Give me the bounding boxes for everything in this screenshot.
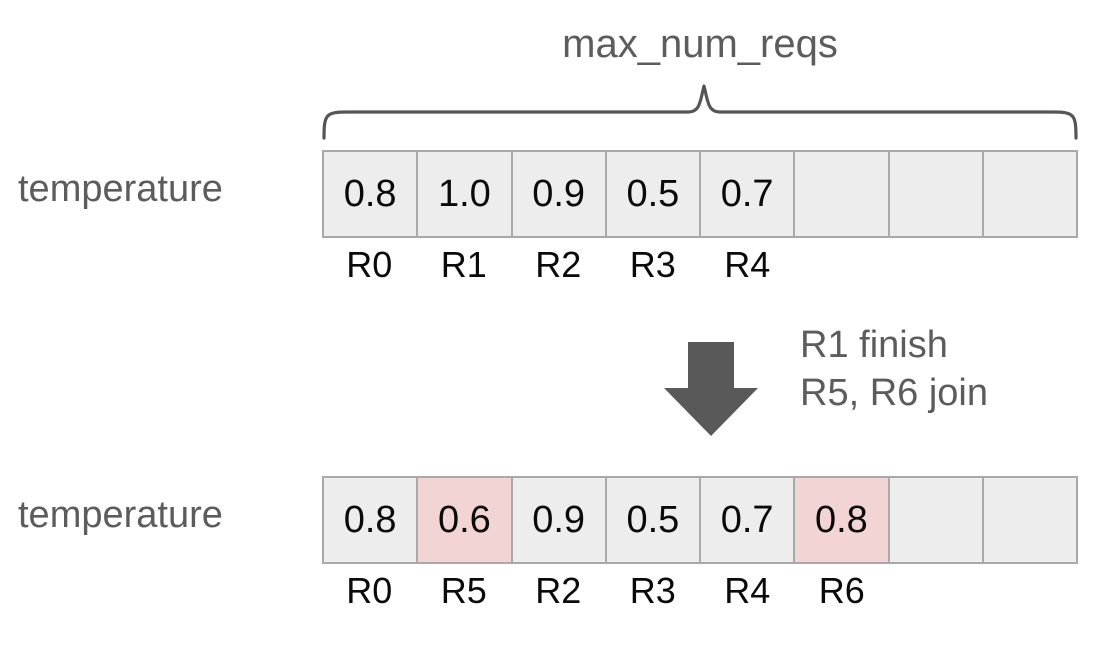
cell-slot-6[interactable]	[889, 478, 984, 562]
cell-slot-0[interactable]: 0.8	[324, 478, 419, 562]
cell-strip-after: 0.8 0.6 0.9 0.5 0.7 0.8	[322, 476, 1078, 564]
cell-strip-before: 0.8 1.0 0.9 0.5 0.7	[322, 150, 1078, 238]
cell-slot-1[interactable]: 1.0	[418, 152, 513, 236]
tick-slot-0: R0	[346, 244, 393, 285]
cell-slot-2[interactable]: 0.9	[512, 478, 607, 562]
tick-slot-6	[889, 242, 984, 288]
cell-slot-2[interactable]: 0.9	[512, 152, 607, 236]
tick-slot-5	[795, 242, 890, 288]
transition-note-line-1: R1 finish	[800, 324, 948, 366]
down-arrow-icon	[664, 342, 758, 436]
cell-slot-4[interactable]: 0.7	[701, 478, 796, 562]
tick-slot-1: R5	[440, 570, 487, 611]
transition-note: R1 finish R5, R6 join	[800, 322, 1090, 417]
row-label-temperature-before: temperature	[18, 168, 223, 210]
tick-slot-4: R4	[724, 570, 771, 611]
tick-slot-3: R3	[629, 570, 676, 611]
cell-slot-5[interactable]: 0.8	[795, 478, 890, 562]
transition-note-line-2: R5, R6 join	[800, 371, 988, 414]
tick-slot-7	[984, 242, 1079, 288]
tick-slot-7	[984, 568, 1079, 614]
cell-slot-7[interactable]	[983, 152, 1076, 236]
cell-slot-4[interactable]: 0.7	[701, 152, 796, 236]
row-label-temperature-after: temperature	[18, 494, 223, 536]
range-brace-icon	[322, 84, 1078, 140]
cell-slot-3[interactable]: 0.5	[606, 478, 701, 562]
cell-slot-1[interactable]: 0.6	[418, 478, 513, 562]
tick-slot-0: R0	[346, 570, 393, 611]
tick-slot-4: R4	[724, 244, 771, 285]
tick-slot-6	[889, 568, 984, 614]
tick-strip-after: R0 R5 R2 R3 R4 R6	[322, 568, 1078, 614]
tick-slot-1: R1	[440, 244, 487, 285]
cell-slot-5[interactable]	[795, 152, 890, 236]
tick-slot-2: R2	[535, 244, 582, 285]
cell-slot-7[interactable]	[983, 478, 1076, 562]
cell-slot-0[interactable]: 0.8	[324, 152, 419, 236]
brace-title: max_num_reqs	[562, 22, 838, 66]
tick-slot-5: R6	[818, 570, 865, 611]
cell-slot-6[interactable]	[889, 152, 984, 236]
tick-strip-before: R0 R1 R2 R3 R4	[322, 242, 1078, 288]
tick-slot-2: R2	[535, 570, 582, 611]
tick-slot-3: R3	[629, 244, 676, 285]
cell-slot-3[interactable]: 0.5	[606, 152, 701, 236]
